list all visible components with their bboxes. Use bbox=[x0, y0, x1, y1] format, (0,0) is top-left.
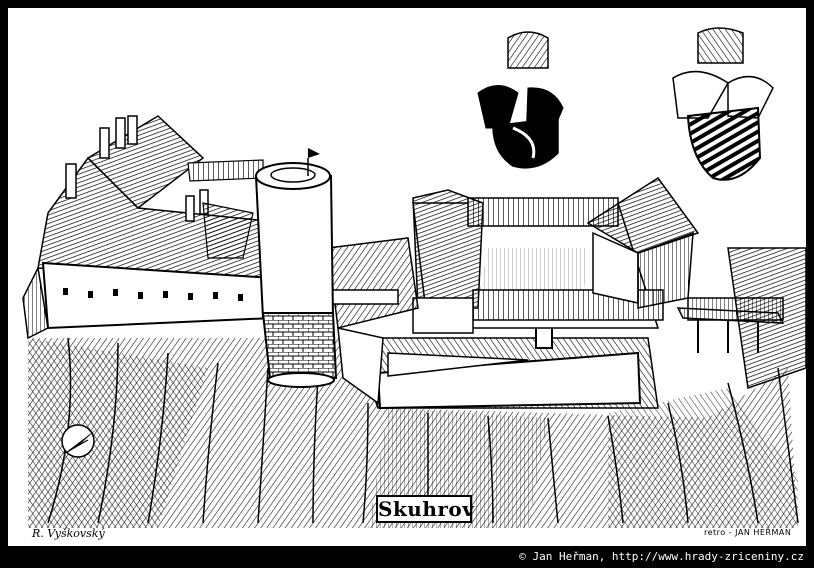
round-tower bbox=[254, 148, 338, 388]
central-bridge bbox=[327, 237, 419, 405]
coat-of-arms-left bbox=[477, 31, 564, 169]
bridge-right bbox=[676, 307, 785, 353]
palace bbox=[22, 115, 289, 340]
retro-signature: retro - JAN HEŘMAN bbox=[704, 528, 792, 537]
compass-icon bbox=[61, 424, 98, 458]
artist-signature: R. Vyškovský bbox=[32, 527, 105, 540]
lower-bailey bbox=[351, 309, 659, 410]
hillside-hatching bbox=[28, 337, 799, 528]
coat-of-arms-right bbox=[672, 27, 774, 181]
castle-illustration bbox=[22, 27, 806, 528]
castle-title: Skuhrov bbox=[376, 495, 475, 523]
gatehouse bbox=[586, 176, 700, 309]
drawing-frame: Skuhrov R. Vyškovský retro - JAN HEŘMAN bbox=[8, 8, 806, 546]
copyright-notice: © Jan Heřman, http://www.hrady-zriceniny… bbox=[519, 550, 804, 563]
